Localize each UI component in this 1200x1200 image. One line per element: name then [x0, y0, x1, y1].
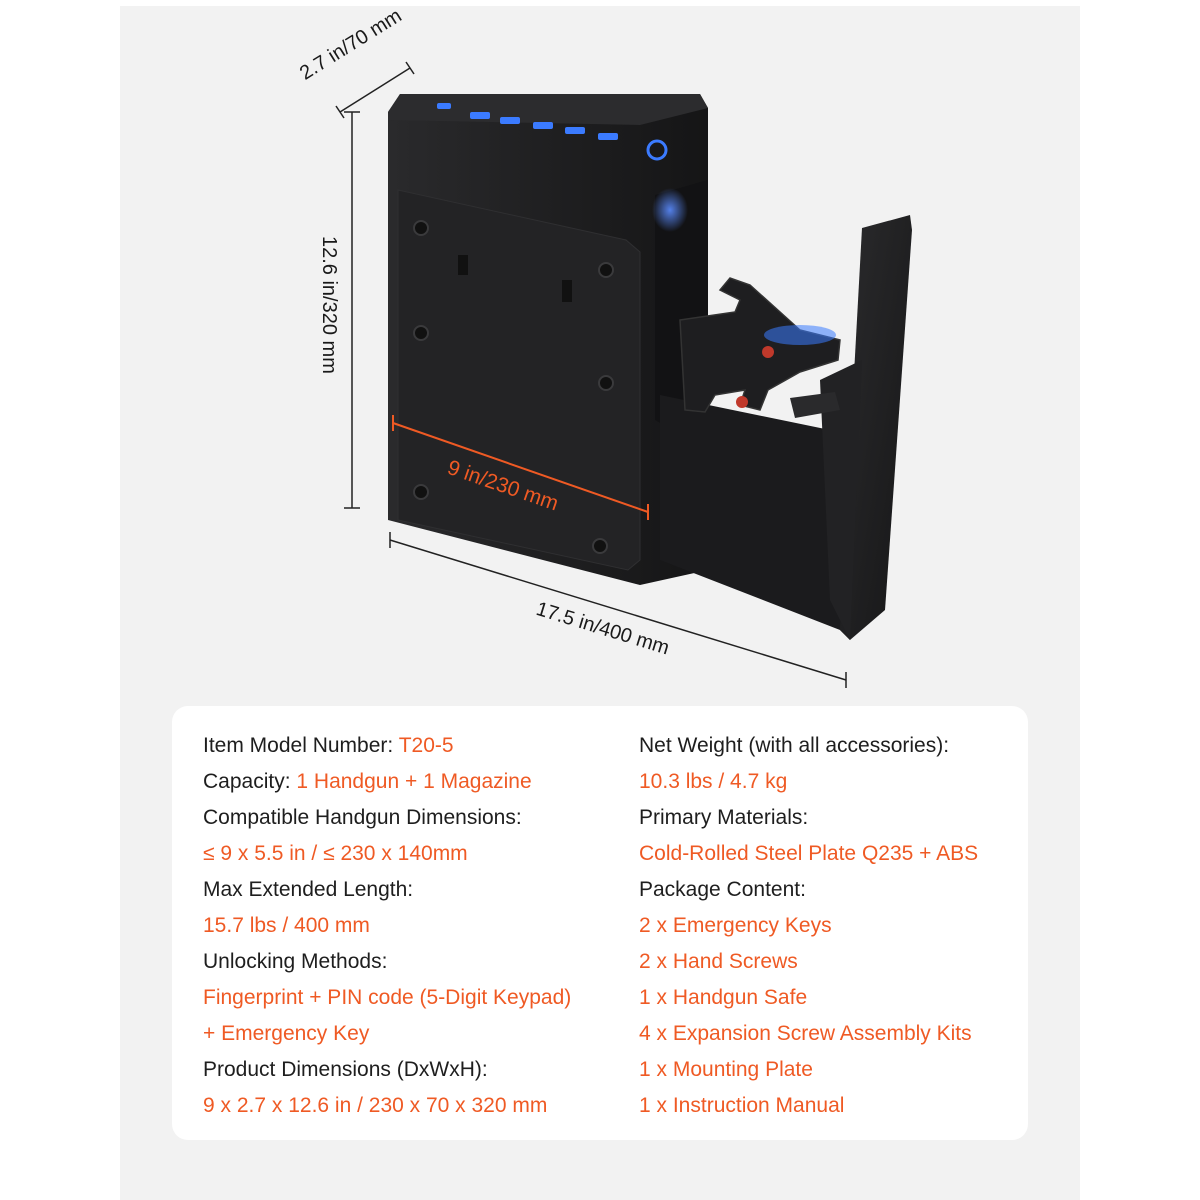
package-item: 4 x Expansion Screw Assembly Kits: [639, 1022, 972, 1045]
safe-body: [388, 94, 708, 585]
handgun: [679, 277, 841, 418]
dimension-lines: [335, 61, 847, 688]
spec-value-line: + Emergency Key: [203, 1022, 370, 1045]
spec-value-line: 9 x 2.7 x 12.6 in / 230 x 70 x 320 mm: [203, 1094, 548, 1117]
package-item: 2 x Hand Screws: [639, 950, 798, 973]
fingerprint-sensor-icon: [646, 139, 668, 161]
specs-right-column: Net Weight (with all accessories): 10.3 …: [639, 728, 978, 1124]
extended-dimension-line: [389, 539, 847, 681]
package-item: 1 x Mounting Plate: [639, 1058, 813, 1081]
spec-value-line: 10.3 lbs / 4.7 kg: [639, 770, 788, 793]
specs-left-column: Item Model Number: T20-5 Capacity: 1 Han…: [203, 728, 571, 1124]
package-item: 1 x Instruction Manual: [639, 1094, 845, 1117]
spec-line: Item Model Number: T20-5: [203, 734, 454, 757]
keypad: [437, 103, 668, 161]
spec-value-line: 15.7 lbs / 400 mm: [203, 914, 370, 937]
depth-dimension-line: [339, 67, 411, 113]
specifications-card: Item Model Number: T20-5 Capacity: 1 Han…: [172, 706, 1028, 1140]
height-dimension-label: 12.6 in/320 mm: [318, 236, 340, 374]
handgun-safe-illustration: [335, 61, 912, 688]
package-item: 1 x Handgun Safe: [639, 986, 808, 1009]
spec-line: Product Dimensions (DxWxH):: [203, 1058, 488, 1081]
spec-value-line: Cold-Rolled Steel Plate Q235 + ABS: [639, 842, 979, 865]
spec-line: Compatible Handgun Dimensions:: [203, 806, 522, 829]
mounting-plate: [397, 189, 641, 571]
spec-value-line: ≤ 9 x 5.5 in / ≤ 230 x 140mm: [203, 842, 468, 865]
spec-line: Unlocking Methods:: [203, 950, 388, 973]
drawer: [660, 215, 912, 640]
package-item: 2 x Emergency Keys: [639, 914, 832, 937]
spec-line: Primary Materials:: [639, 806, 809, 829]
spec-value-line: Fingerprint + PIN code (5-Digit Keypad): [203, 986, 572, 1009]
spec-line: Net Weight (with all accessories):: [639, 734, 950, 757]
spec-line: Capacity: 1 Handgun + 1 Magazine: [203, 770, 532, 793]
spec-line: Package Content:: [639, 878, 806, 901]
width-dimension-line: [392, 422, 649, 513]
drawer-door: [840, 215, 912, 640]
spec-line: Max Extended Length:: [203, 878, 414, 901]
